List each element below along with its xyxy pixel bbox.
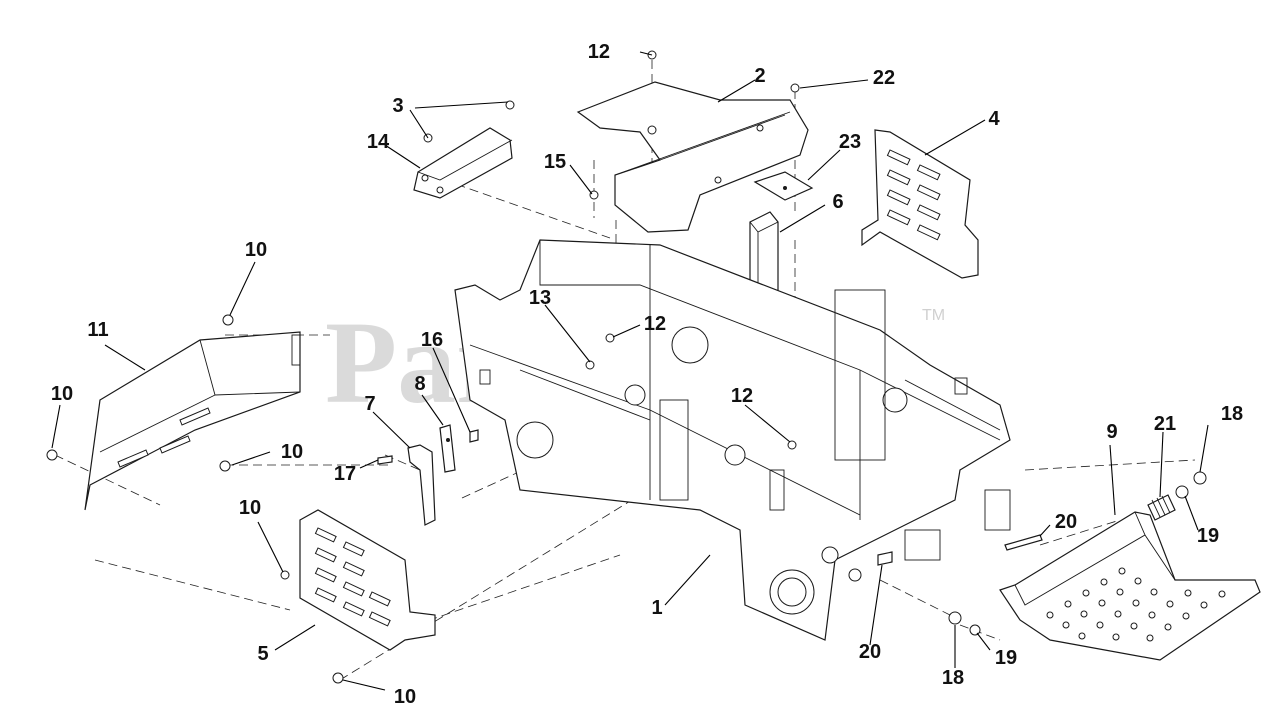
callout-18: 18 <box>1221 403 1243 425</box>
callout-8: 8 <box>414 373 425 395</box>
part-11-side-shroud <box>84 331 301 511</box>
callout-18: 18 <box>942 667 964 689</box>
callout-10: 10 <box>51 383 73 405</box>
callout-10: 10 <box>394 686 416 708</box>
leader-lines <box>51 51 1209 691</box>
part-14-small-bracket <box>413 127 513 199</box>
callout-3: 3 <box>392 95 403 117</box>
callout-21: 21 <box>1154 413 1176 435</box>
callout-9: 9 <box>1106 421 1117 443</box>
callout-12: 12 <box>644 313 666 335</box>
callout-19: 19 <box>1197 525 1219 547</box>
part-9-step-plate <box>999 511 1261 661</box>
fasteners <box>46 50 1207 684</box>
part-17-screw <box>377 455 393 465</box>
part-4-right-foot-plate <box>861 129 979 279</box>
callout-22: 22 <box>873 67 895 89</box>
part-21-spring <box>1147 494 1176 521</box>
callout-4: 4 <box>988 108 1000 130</box>
callout-12: 12 <box>588 41 610 63</box>
callout-6: 6 <box>832 191 843 213</box>
part-2-upper-bracket <box>576 81 809 233</box>
callout-12: 12 <box>731 385 753 407</box>
callout-16: 16 <box>421 329 443 351</box>
callout-11: 11 <box>87 319 108 341</box>
watermark-tm: TM <box>922 307 945 324</box>
part-5-left-foot-plate <box>299 509 436 651</box>
callout-10: 10 <box>281 441 303 463</box>
step-plate-holes <box>1046 567 1226 642</box>
callout-15: 15 <box>544 151 566 173</box>
callout-13: 13 <box>529 287 551 309</box>
callout-7: 7 <box>364 393 375 415</box>
part-1-main-frame <box>454 239 1011 641</box>
callout-20: 20 <box>859 641 881 663</box>
part-7-bracket <box>407 444 436 526</box>
callout-19: 19 <box>995 647 1017 669</box>
callout-labels: 12 2 3 4 22 23 15 14 6 10 11 10 10 10 10… <box>51 41 1243 708</box>
callout-23: 23 <box>839 131 861 153</box>
callout-1: 1 <box>651 597 662 619</box>
part-16-pin <box>469 429 479 443</box>
callout-2: 2 <box>754 65 765 87</box>
callout-17: 17 <box>334 463 356 485</box>
part-23-plate <box>753 171 814 201</box>
callout-10: 10 <box>239 497 261 519</box>
callout-20: 20 <box>1055 511 1077 533</box>
callout-5: 5 <box>257 643 268 665</box>
part-8-latch <box>439 424 456 473</box>
callout-10: 10 <box>245 239 267 261</box>
callout-14: 14 <box>367 131 390 153</box>
